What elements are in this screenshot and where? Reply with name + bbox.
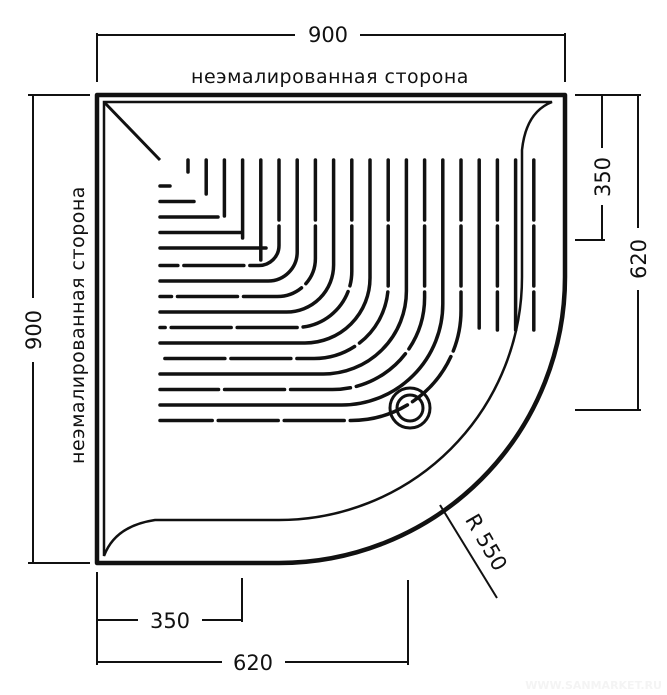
tray-rib (158, 158, 463, 423)
tray-ribs (158, 158, 536, 423)
tray-rib (158, 158, 427, 392)
tray-inner-rim (102, 100, 553, 557)
tray-rib (158, 158, 318, 299)
tray-rib (158, 158, 208, 204)
tray-rib (158, 158, 390, 361)
unenameled-side-left: неэмалированная сторона (67, 186, 89, 464)
tray-rib (158, 158, 409, 376)
tray-rib (158, 158, 299, 283)
unenameled-side-top: неэмалированная сторона (191, 66, 469, 88)
tray-rib (158, 158, 227, 219)
dim-right-350 (575, 94, 605, 241)
tray-rib (158, 158, 190, 188)
radius-leader (439, 504, 498, 599)
tray-rib (158, 158, 445, 407)
tray-rib (158, 158, 372, 345)
tray-rib (158, 158, 281, 268)
dim-bottom-350 (96, 572, 243, 665)
dim-top-900 (96, 33, 566, 82)
tray-rib (158, 158, 268, 262)
watermark: WWW.SANMARKET.RU (525, 679, 662, 692)
dim-bottom-620 (97, 580, 409, 665)
tray-rib (158, 158, 354, 330)
dim-right-350-label: 350 (591, 157, 615, 197)
radius-label: R 550 (460, 510, 511, 575)
tray-rib (158, 158, 336, 314)
tray-rib (158, 158, 245, 240)
dim-bottom-350-label: 350 (150, 609, 190, 633)
dim-left-label: 900 (22, 310, 46, 350)
corner-diagonal (102, 100, 162, 162)
drain (388, 386, 432, 430)
dim-left-900 (28, 94, 90, 564)
dim-top-label: 900 (308, 23, 348, 47)
tray-outer-edge (94, 92, 568, 566)
dim-right-620-label: 620 (627, 239, 651, 279)
dim-right-620 (575, 94, 641, 411)
dim-bottom-620-label: 620 (233, 651, 273, 675)
